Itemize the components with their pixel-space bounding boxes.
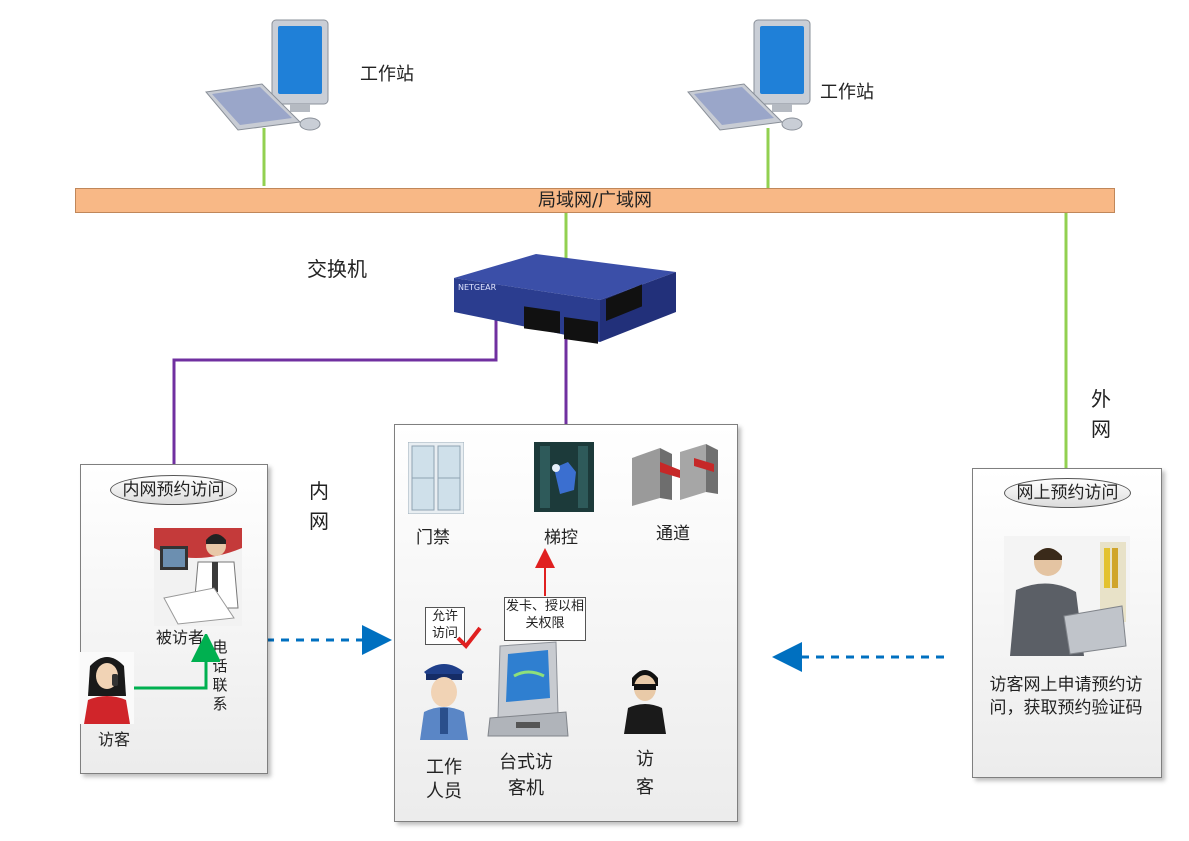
network-switch-icon: NETGEAR <box>454 254 676 344</box>
staff-label: 工作人员 <box>426 757 462 802</box>
card-issue-callout: 发卡、授以相关权限 <box>504 597 586 641</box>
center-visitor-label: 访客 <box>636 749 654 798</box>
elevator-label: 梯控 <box>544 528 578 548</box>
door-icon <box>408 442 464 514</box>
gate-label: 通道 <box>656 524 690 544</box>
workstation-left-label: 工作站 <box>360 64 414 85</box>
visitor-man-icon <box>624 670 666 734</box>
checkmark-icon <box>456 626 482 650</box>
host-person-icon <box>154 528 242 626</box>
elevator-control-icon <box>534 442 594 512</box>
intranet-booking-title: 内网预约访问 <box>110 475 237 505</box>
left-visitor-label: 访客 <box>98 730 131 749</box>
visitor-kiosk-icon <box>487 641 569 737</box>
online-user-icon <box>1004 536 1130 656</box>
online-booking-description: 访客网上申请预约访问，获取预约验证码 <box>989 675 1143 718</box>
turnstile-gate-icon <box>632 444 718 506</box>
door-label: 门禁 <box>416 528 450 548</box>
switch-label: 交换机 <box>307 257 367 281</box>
workstation-right-icon <box>687 19 811 131</box>
network-bus-label: 局域网/广域网 <box>537 190 653 211</box>
workstation-left-icon <box>205 19 329 131</box>
workstation-right-label: 工作站 <box>820 82 874 103</box>
phone-contact-arrow <box>134 634 220 690</box>
online-booking-title: 网上预约访问 <box>1004 478 1131 508</box>
outer-network-label: 外网 <box>1091 387 1111 441</box>
kiosk-label: 台式访客机 <box>499 752 553 799</box>
card-issue-arrow <box>535 548 555 596</box>
network-bus: 局域网/广域网 <box>75 188 1115 213</box>
staff-guard-icon <box>420 664 468 740</box>
visitor-woman-icon <box>80 652 134 724</box>
svg-text:NETGEAR: NETGEAR <box>458 283 497 292</box>
switch-left-link <box>172 318 498 464</box>
inner-network-label: 内网 <box>309 479 329 533</box>
